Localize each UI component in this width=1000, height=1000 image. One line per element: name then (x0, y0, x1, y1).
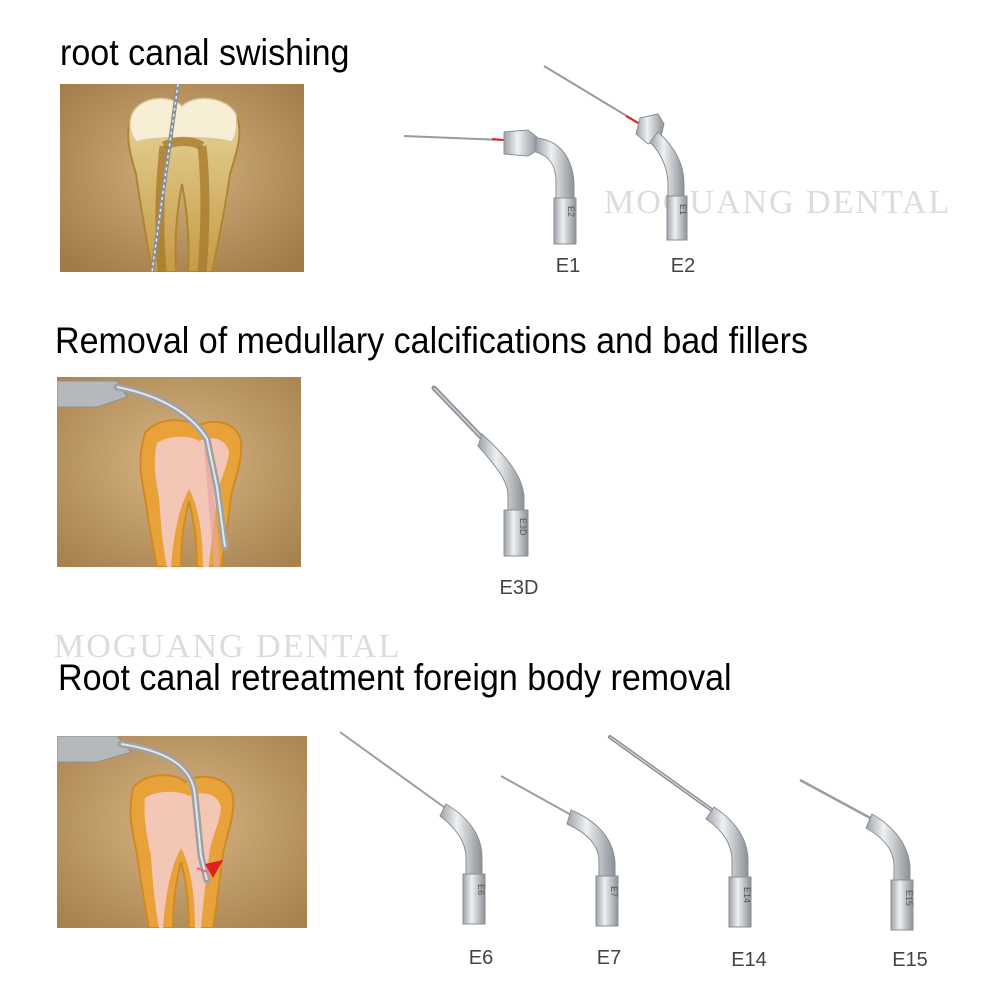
tip-e15-image: E15 (796, 776, 936, 946)
tip-label-e3d: E3D (499, 577, 539, 599)
tip-engraving: E14 (742, 887, 752, 903)
tip-label-e14: E14 (731, 949, 767, 971)
tip-label-e15: E15 (892, 949, 928, 971)
tip-engraving: E2 (566, 206, 576, 217)
tip-label-e1: E1 (555, 255, 581, 277)
tip-e2-image: E1 (540, 62, 720, 252)
tip-e14-image: E14 (606, 733, 766, 943)
tip-label-e2: E2 (670, 255, 696, 277)
tooth-illustration-swishing (60, 84, 304, 272)
tip-engraving: E3D (518, 518, 528, 536)
tip-label-e7: E7 (596, 947, 622, 969)
watermark-text: MOGUANG DENTAL (54, 628, 402, 665)
tip-engraving: E1 (678, 204, 688, 215)
tip-label-e6: E6 (468, 947, 494, 969)
tip-e6-image: E6 (336, 728, 496, 938)
section-title-root-canal-swishing: root canal swishing (60, 32, 350, 73)
tip-e3d-image: E3D (428, 384, 548, 574)
tip-e7-image: E7 (497, 772, 637, 942)
tip-engraving: E7 (609, 886, 619, 897)
watermark-text: MOGUANG DENTAL (604, 184, 952, 221)
tip-engraving: E6 (476, 884, 486, 895)
tooth-illustration-calcification-removal (57, 377, 301, 567)
tip-engraving: E15 (904, 890, 914, 906)
section-title-retreatment-foreign-body: Root canal retreatment foreign body remo… (58, 657, 732, 698)
section-title-removal-calcifications: Removal of medullary calcifications and … (55, 320, 809, 361)
tip-e1-image: E2 (400, 110, 600, 250)
tooth-illustration-retreatment (57, 736, 307, 928)
